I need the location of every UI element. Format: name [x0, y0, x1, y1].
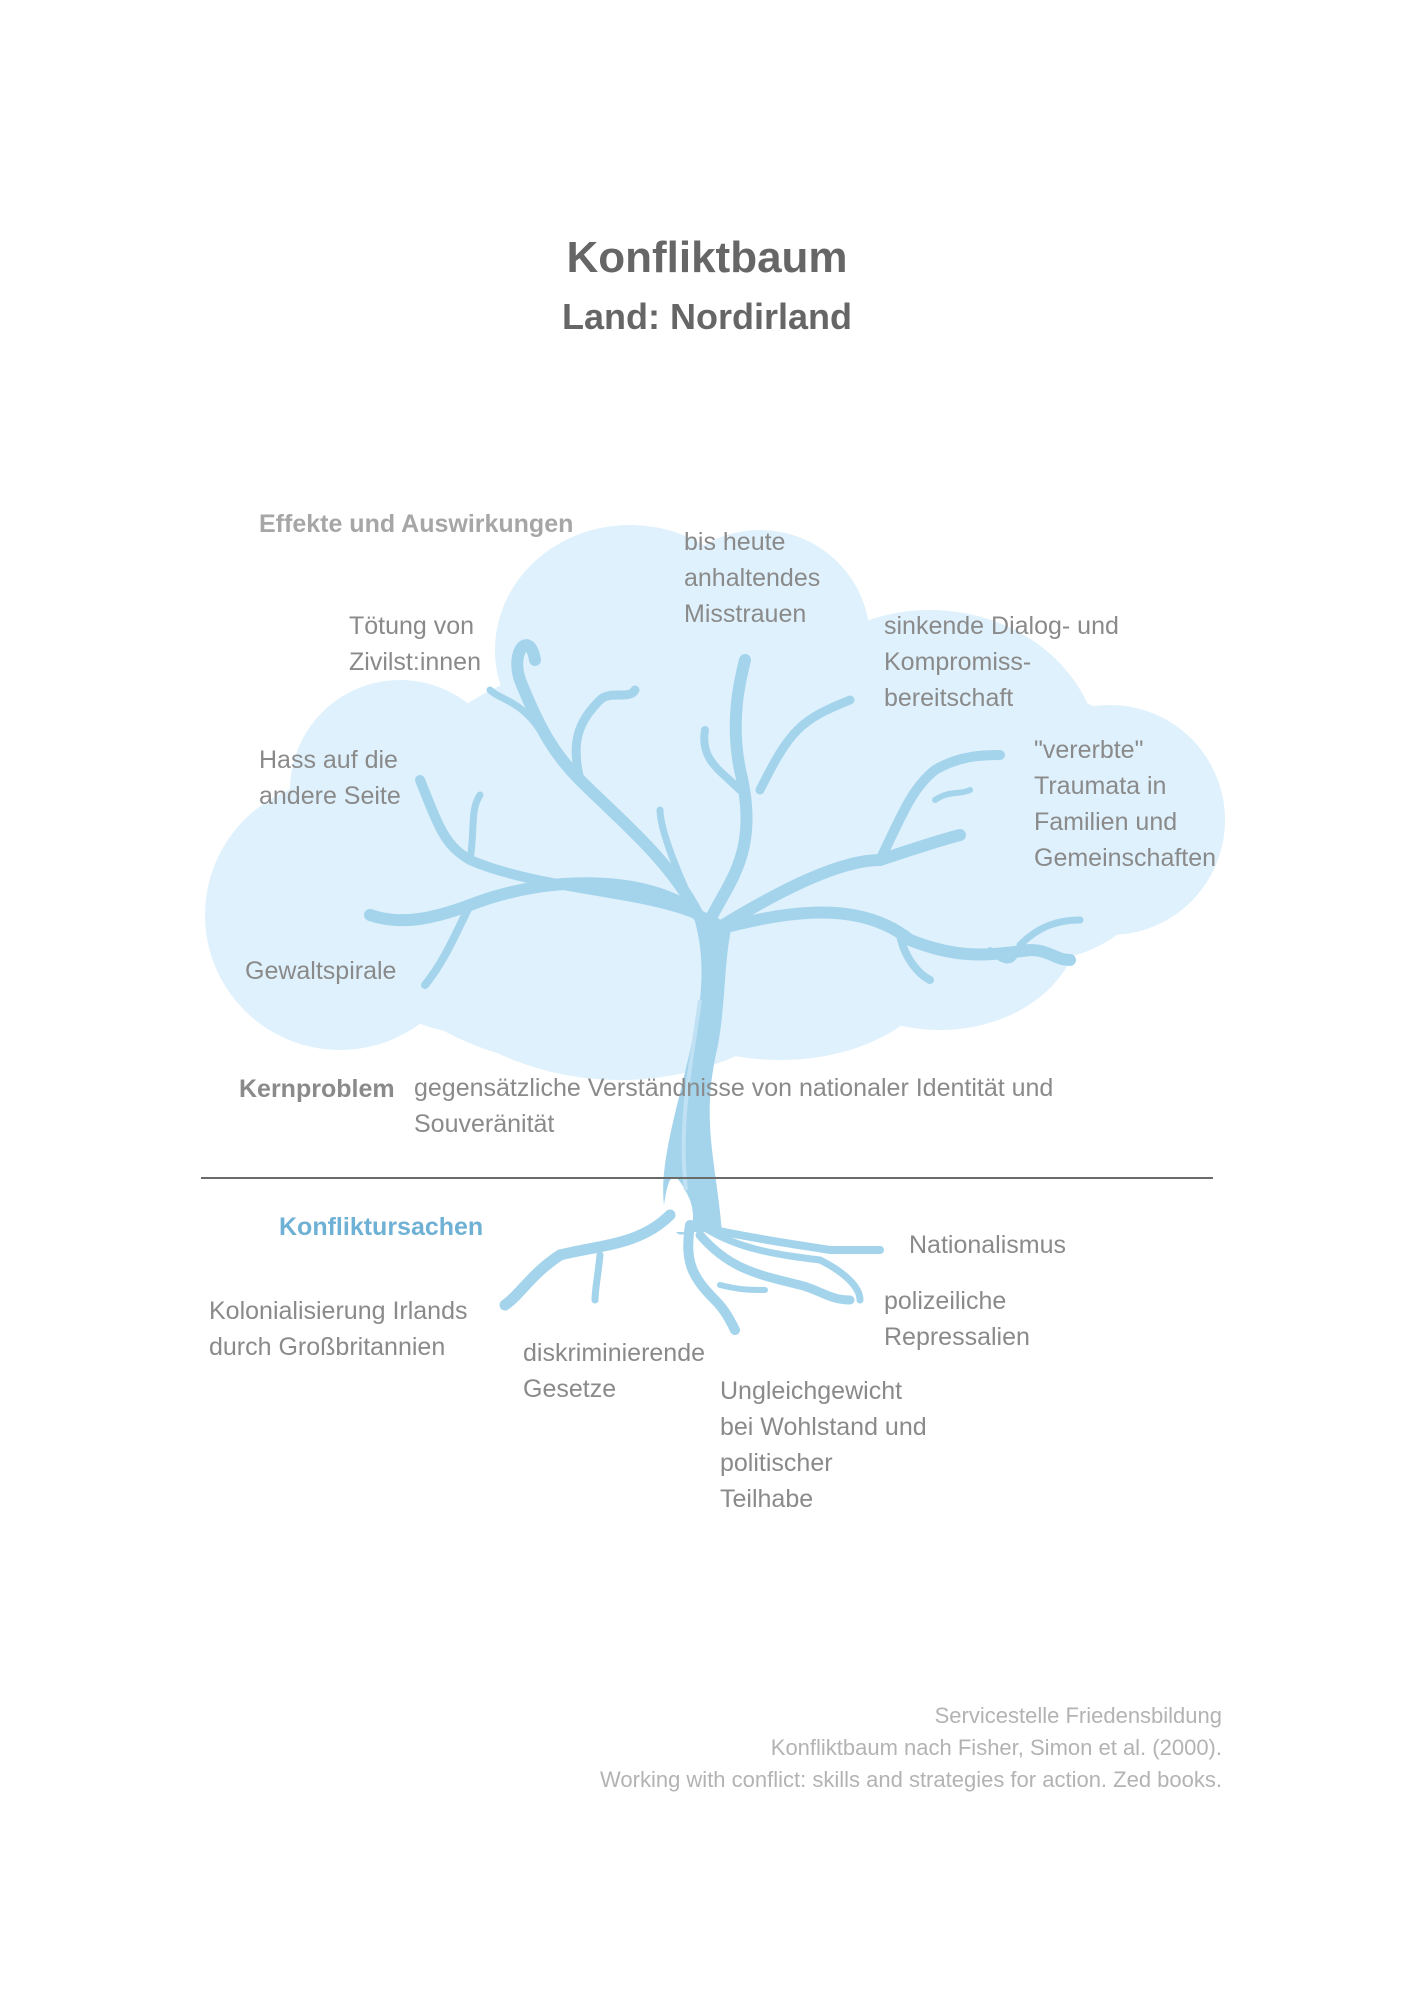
effect-label: Hass auf die andere Seite	[259, 746, 401, 810]
cause-label: Ungleichgewicht bei Wohlstand und politi…	[720, 1377, 927, 1513]
effect-label: Gewaltspirale	[245, 957, 397, 985]
tree-branches	[364, 639, 1084, 989]
effect-label: Tötung von Zivilst:innen	[349, 612, 481, 676]
footer-citation: Konfliktbaum nach Fisher, Simon et al. (…	[770, 1735, 1222, 1760]
core-problem-heading: Kernproblem	[239, 1075, 395, 1103]
tree-trunk	[663, 905, 732, 1235]
core-problem-text: gegensätzliche Verständnisse von nationa…	[414, 1074, 1054, 1138]
cause-label: Kolonialisierung Irlands durch Großbrita…	[209, 1297, 468, 1361]
tree-roots	[499, 1209, 884, 1335]
effect-label: bis heute anhaltendes Misstrauen	[684, 528, 821, 628]
tree-crown	[205, 525, 1225, 1080]
effects-heading: Effekte und Auswirkungen	[259, 510, 574, 538]
diagram-subtitle: Land: Nordirland	[562, 296, 852, 337]
footer-organization: Servicestelle Friedensbildung	[934, 1703, 1222, 1728]
diagram-title: Konfliktbaum	[566, 233, 848, 282]
ground-line	[201, 1177, 1213, 1179]
effect-label: sinkende Dialog- und Kompromiss- bereits…	[884, 612, 1119, 712]
cause-label: polizeiliche Repressalien	[884, 1287, 1030, 1351]
cause-label: diskriminierende Gesetze	[523, 1339, 706, 1403]
effect-label: "vererbte" Traumata in Familien und Geme…	[1034, 736, 1217, 872]
cause-label: Nationalismus	[909, 1231, 1067, 1259]
causes-heading: Konfliktursachen	[279, 1213, 484, 1241]
footer-citation-source: Working with conflict: skills and strate…	[600, 1767, 1222, 1792]
